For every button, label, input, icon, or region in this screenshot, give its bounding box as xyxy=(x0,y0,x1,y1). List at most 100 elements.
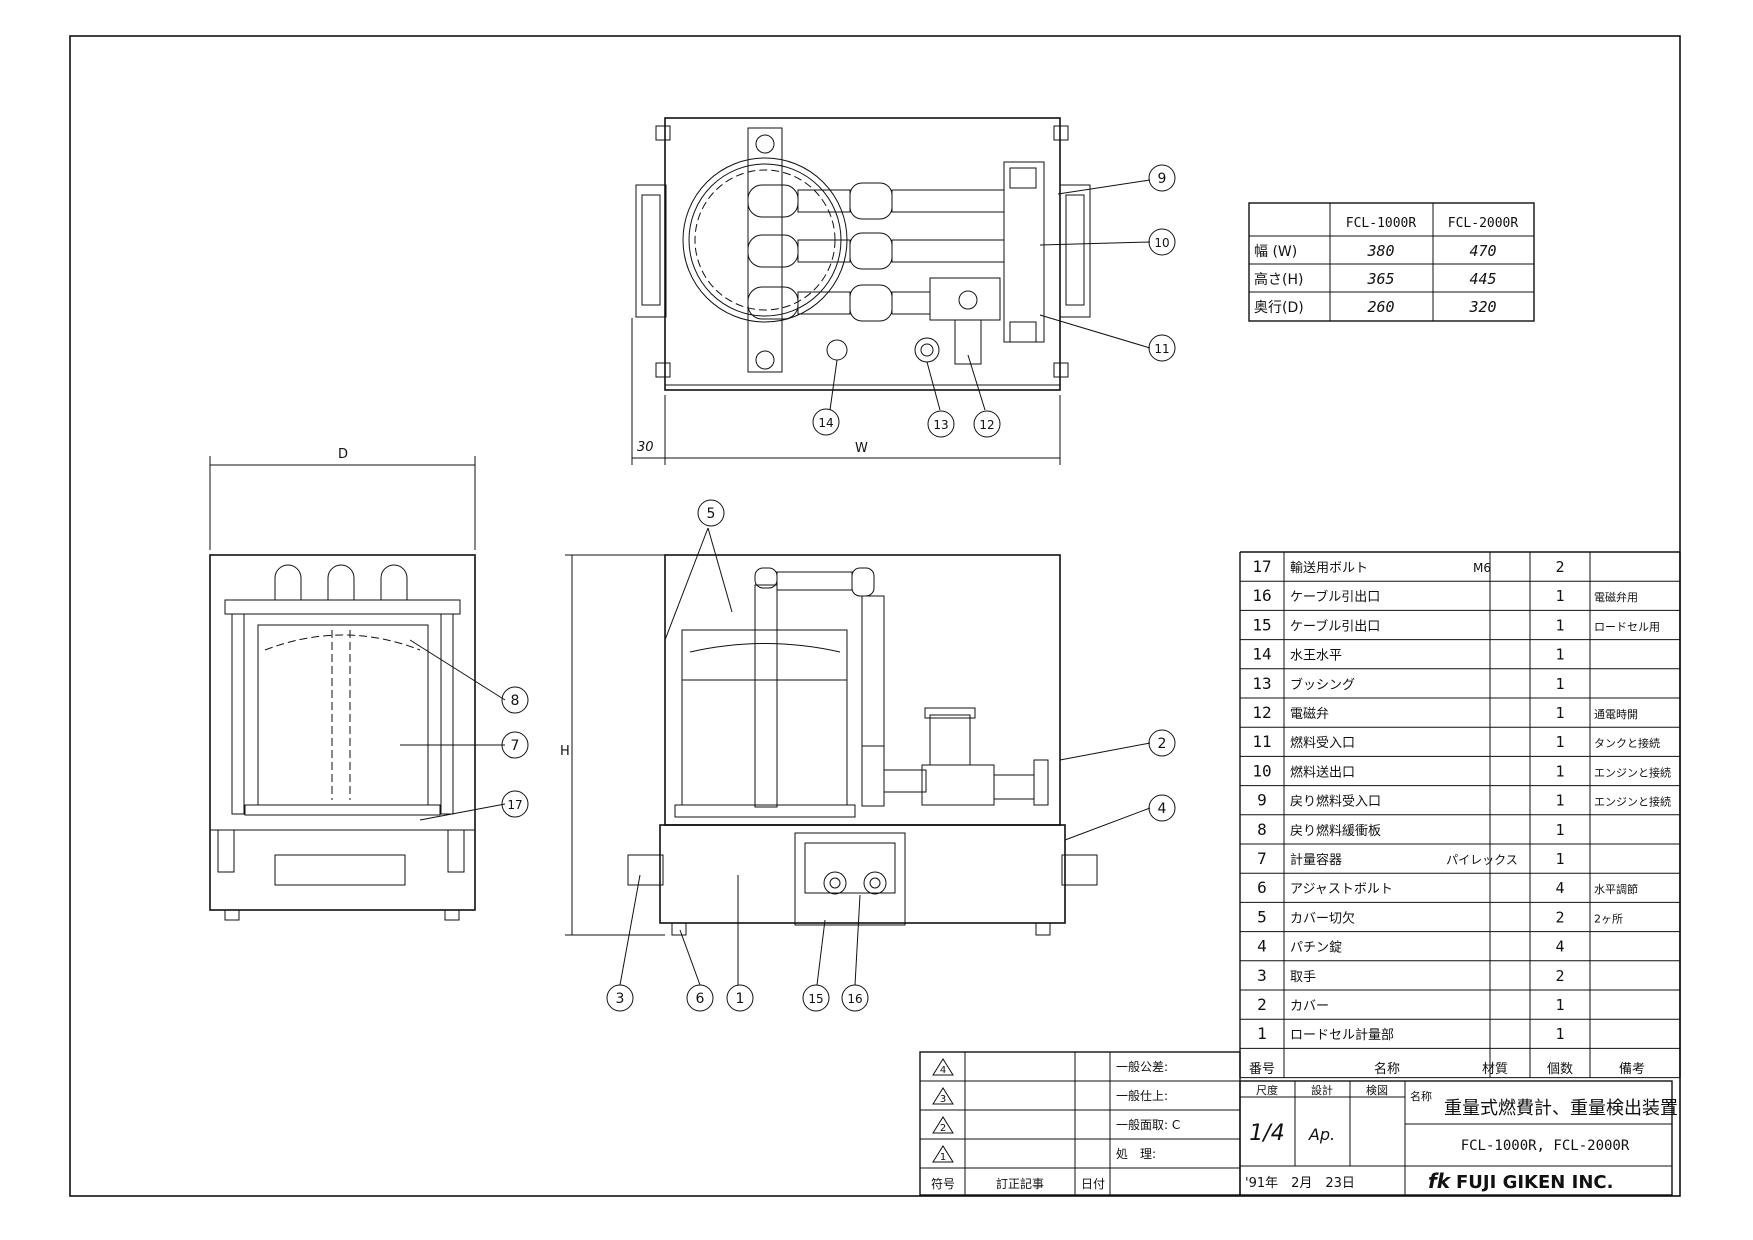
part-no: 12 xyxy=(1252,703,1271,722)
svg-text:15: 15 xyxy=(808,992,823,1006)
sheet-border xyxy=(69,35,1681,1197)
svg-text:16: 16 xyxy=(847,992,862,1006)
balloon-2: 2 xyxy=(1148,729,1176,757)
revision-block xyxy=(919,1051,1241,1196)
part-no: 16 xyxy=(1252,586,1271,605)
drawing-date: '91年 2月 23日 xyxy=(1245,1176,1355,1191)
part-qty: 1 xyxy=(1555,996,1564,1014)
check-label: 検図 xyxy=(1366,1083,1388,1097)
balloon-10: 10 xyxy=(1148,228,1176,256)
parts-list-grid xyxy=(1239,551,1681,1079)
part-note: 通電時開 xyxy=(1594,708,1638,721)
part-note: 2ヶ所 xyxy=(1594,912,1623,925)
part-no: 7 xyxy=(1257,849,1267,868)
part-name: 輸送用ボルト xyxy=(1290,561,1368,576)
name-label: 名称 xyxy=(1410,1089,1432,1103)
part-qty: 2 xyxy=(1555,967,1564,985)
part-no: 17 xyxy=(1252,557,1271,576)
svg-text:備考: 備考 xyxy=(1619,1061,1645,1077)
part-name: 燃料受入口 xyxy=(1290,735,1355,751)
svg-text:個数: 個数 xyxy=(1547,1062,1573,1077)
part-qty: 1 xyxy=(1555,762,1564,780)
balloon-14: 14 xyxy=(812,408,840,436)
balloon-8: 8 xyxy=(501,686,529,714)
balloon-5: 5 xyxy=(697,499,725,527)
dim-label-30: 30 xyxy=(637,440,654,455)
dimtable-row-label: 高さ(H) xyxy=(1254,271,1303,288)
part-name: 戻り燃料受入口 xyxy=(1290,794,1381,810)
rev-mark: 2 xyxy=(940,1123,946,1134)
front-view xyxy=(627,554,1098,936)
dimension-w xyxy=(631,318,1061,465)
company-name: FUJI GIKEN INC. xyxy=(1456,1172,1613,1193)
rev-mark: 4 xyxy=(940,1065,946,1076)
part-material: パイレックス xyxy=(1446,853,1518,867)
part-no: 8 xyxy=(1257,820,1267,839)
part-name: ケーブル引出口 xyxy=(1290,618,1380,634)
part-no: 3 xyxy=(1257,966,1267,985)
part-no: 1 xyxy=(1257,1024,1267,1043)
balloon-3: 3 xyxy=(606,984,634,1012)
dimtable-row-label: 奥行(D) xyxy=(1254,299,1304,316)
svg-text:1: 1 xyxy=(736,991,745,1007)
top-view xyxy=(635,117,1091,391)
dimtable-row-label: 幅 (W) xyxy=(1254,244,1297,260)
part-qty: 1 xyxy=(1555,616,1564,634)
part-qty: 1 xyxy=(1555,646,1564,664)
balloon-17: 17 xyxy=(501,790,529,818)
part-name: 電磁弁 xyxy=(1290,707,1329,722)
parts-header: 番号 名称 材質 個数 備考 xyxy=(1249,1061,1645,1077)
dimtable-cell: 470 xyxy=(1469,242,1496,260)
part-no: 14 xyxy=(1252,645,1271,664)
part-no: 15 xyxy=(1252,615,1271,634)
designer-initials: Ap. xyxy=(1308,1125,1335,1144)
balloon-12: 12 xyxy=(973,410,1001,438)
part-note: 電磁弁用 xyxy=(1594,590,1638,604)
parts-row: 14 水王水平 1 xyxy=(1252,645,1564,664)
part-material: M6 xyxy=(1473,561,1491,575)
dimtable-cell: 260 xyxy=(1367,298,1394,316)
leader-lines xyxy=(400,179,1151,986)
svg-text:番号: 番号 xyxy=(1249,1062,1275,1077)
balloon-7: 7 xyxy=(501,731,529,759)
part-no: 9 xyxy=(1257,791,1267,810)
general-finish: 一般仕上: xyxy=(1116,1088,1168,1103)
part-qty: 1 xyxy=(1555,1025,1564,1043)
part-no: 6 xyxy=(1257,878,1267,897)
part-name: アジャストボルト xyxy=(1290,882,1393,897)
part-name: カバー xyxy=(1290,999,1329,1014)
scale-value: 1/4 xyxy=(1249,1121,1284,1146)
balloon-11: 11 xyxy=(1148,334,1176,362)
part-qty: 1 xyxy=(1555,675,1564,693)
svg-text:17: 17 xyxy=(507,798,522,812)
svg-text:9: 9 xyxy=(1158,171,1167,187)
title-block xyxy=(1239,1080,1673,1196)
dimension-h xyxy=(565,554,665,936)
part-no: 13 xyxy=(1252,674,1271,693)
dim-label-d: D xyxy=(338,447,348,462)
part-no: 4 xyxy=(1257,937,1267,956)
svg-text:14: 14 xyxy=(818,416,833,430)
part-note: タンクと接続 xyxy=(1594,736,1660,750)
part-name: 水王水平 xyxy=(1290,649,1342,664)
svg-text:8: 8 xyxy=(511,693,520,709)
model-numbers: FCL-1000R, FCL-2000R xyxy=(1461,1138,1630,1154)
balloon-13: 13 xyxy=(927,410,955,438)
rev-mark: 3 xyxy=(940,1094,946,1105)
rev-header-symbol: 符号 xyxy=(931,1176,955,1191)
balloon-4: 4 xyxy=(1148,794,1176,822)
general-chamfer: 一般面取: C xyxy=(1116,1117,1180,1132)
svg-text:7: 7 xyxy=(511,738,520,754)
svg-text:6: 6 xyxy=(696,991,705,1007)
part-qty: 2 xyxy=(1555,908,1564,926)
